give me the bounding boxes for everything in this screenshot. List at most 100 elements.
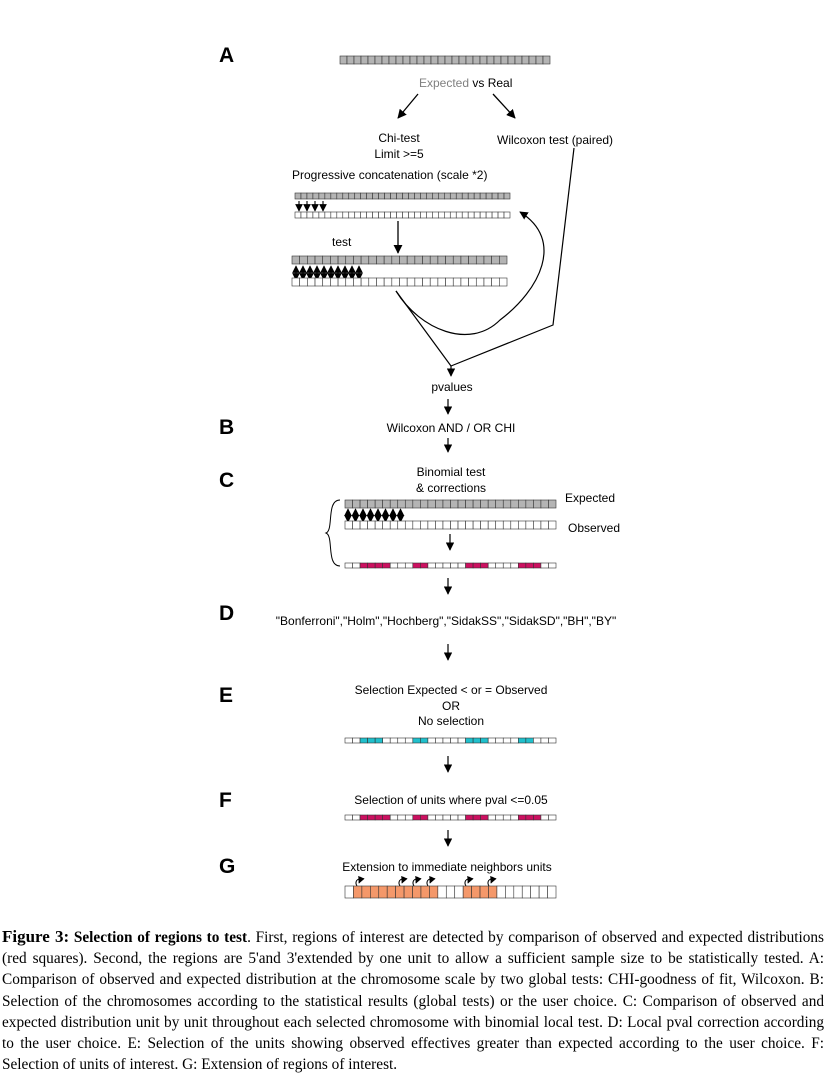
cell	[435, 562, 444, 569]
cell	[480, 520, 489, 530]
cell	[528, 55, 537, 65]
cell	[491, 211, 499, 219]
expected-label: Expected	[565, 491, 615, 505]
cell	[318, 211, 326, 219]
cell	[485, 192, 493, 200]
cell	[412, 520, 421, 530]
concatenation-bar-white	[294, 211, 511, 219]
cell	[399, 255, 408, 265]
cell	[354, 211, 361, 219]
cell	[390, 211, 397, 219]
cell	[384, 192, 391, 200]
cell	[518, 562, 527, 569]
cell	[465, 55, 474, 65]
wilcoxon-and-or-chi-label: Wilcoxon AND / OR CHI	[387, 421, 516, 435]
cell	[399, 277, 408, 287]
test-bar-white	[291, 277, 508, 287]
cell	[435, 520, 444, 530]
cell	[485, 211, 493, 219]
cell	[426, 211, 433, 219]
cell	[416, 55, 425, 65]
cell	[359, 520, 368, 530]
cell	[451, 55, 460, 65]
panel-letter-d: D	[219, 602, 234, 625]
cell	[458, 55, 467, 65]
cell	[352, 737, 361, 744]
cell	[502, 562, 512, 569]
cell	[457, 499, 466, 509]
cell	[495, 737, 504, 744]
cell	[475, 255, 485, 265]
cell	[521, 885, 531, 899]
cell	[372, 211, 379, 219]
line-test-to-pvalues	[395, 290, 452, 367]
cell	[367, 520, 376, 530]
expected-word: Expected	[419, 76, 469, 90]
cell	[420, 499, 429, 509]
cell	[427, 814, 436, 821]
cell	[457, 520, 466, 530]
cell	[486, 55, 495, 65]
cell	[450, 814, 459, 821]
cell	[442, 562, 451, 569]
cell	[475, 277, 485, 287]
cell	[530, 885, 540, 899]
cell	[518, 737, 527, 744]
cell	[420, 885, 430, 899]
cell	[510, 814, 519, 821]
cell	[420, 562, 429, 569]
cell	[330, 211, 338, 219]
curly-arrow	[398, 875, 408, 887]
cell	[344, 885, 354, 899]
cell	[548, 499, 557, 509]
cell	[353, 55, 362, 65]
cell	[432, 192, 439, 200]
cell	[435, 737, 444, 744]
cell	[502, 520, 512, 530]
cell	[479, 885, 489, 899]
cell	[423, 55, 432, 65]
cell	[378, 885, 388, 899]
cell	[388, 55, 397, 65]
cell	[330, 255, 339, 265]
cell	[422, 255, 431, 265]
selected-units-bar	[344, 814, 557, 821]
cell	[352, 520, 361, 530]
extension-label: Extension to immediate neighbors units	[342, 860, 551, 874]
wilcoxon-test-label: Wilcoxon test (paired)	[497, 133, 613, 147]
cell	[503, 211, 511, 219]
cell	[432, 211, 439, 219]
cell	[378, 211, 385, 219]
cell	[330, 277, 339, 287]
cell	[479, 211, 487, 219]
chi-limit-label: Limit >=5	[374, 147, 424, 161]
corrections-label: & corrections	[416, 481, 486, 495]
cell	[367, 814, 376, 821]
cell	[330, 192, 338, 200]
cell	[548, 562, 557, 569]
cell	[420, 814, 429, 821]
cell	[397, 499, 406, 509]
cell	[420, 520, 429, 530]
cell	[307, 277, 316, 287]
cell	[479, 192, 487, 200]
cell	[389, 737, 399, 744]
cell	[535, 55, 544, 65]
cell	[467, 192, 475, 200]
cell	[367, 499, 376, 509]
vs-real-word: vs Real	[469, 76, 512, 90]
cell	[461, 211, 469, 219]
cell	[457, 814, 466, 821]
cell	[361, 885, 371, 899]
cell	[533, 520, 542, 530]
cell	[435, 814, 444, 821]
cell	[382, 520, 391, 530]
cell	[360, 277, 370, 287]
cell	[345, 277, 354, 287]
cell	[525, 520, 534, 530]
cell	[495, 499, 504, 509]
cell	[404, 520, 414, 530]
cell	[324, 211, 332, 219]
cell	[389, 499, 399, 509]
cell	[473, 211, 481, 219]
